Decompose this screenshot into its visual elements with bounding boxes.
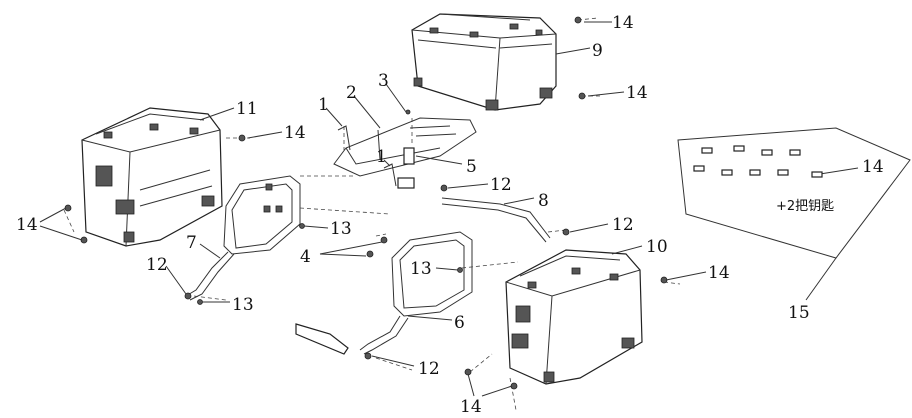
label-1: 1: [376, 147, 387, 167]
left-pannier: [81, 107, 223, 247]
label-3: 3: [378, 71, 389, 91]
right-pannier: [505, 249, 643, 385]
label-9: 9: [592, 41, 603, 61]
brackets: [337, 125, 415, 189]
label-14: 14: [626, 83, 648, 103]
label-6: 6: [454, 313, 465, 333]
label-14: 14: [708, 263, 730, 283]
label-7: 7: [186, 233, 197, 253]
bolts: [64, 16, 668, 390]
label-2: 2: [346, 83, 357, 103]
label-13: 13: [232, 295, 254, 315]
top-case: [411, 13, 557, 111]
leader-lines: [39, 21, 859, 397]
label-14: 14: [862, 157, 884, 177]
keys-box: [677, 127, 911, 301]
label-14: 14: [460, 397, 482, 417]
label-8: 8: [538, 191, 549, 211]
part-labels: 14 9 14 11 14 14 1 2 3 1 5 12 8 12 10 14…: [16, 13, 884, 417]
keys-note: +2把钥匙: [776, 199, 834, 214]
label-13: 13: [410, 259, 432, 279]
label-12: 12: [418, 359, 440, 379]
label-12: 12: [146, 255, 168, 275]
label-12: 12: [490, 175, 512, 195]
label-13: 13: [330, 219, 352, 239]
label-10: 10: [646, 237, 668, 257]
right-side-frame: [359, 231, 473, 355]
cross-bar: [441, 197, 551, 243]
label-1: 1: [318, 95, 329, 115]
label-12: 12: [612, 215, 634, 235]
label-15: 15: [788, 303, 810, 323]
label-4: 4: [300, 247, 311, 267]
label-14: 14: [612, 13, 634, 33]
warning-sticker: [295, 323, 349, 355]
rear-rack: [333, 117, 477, 177]
label-14: 14: [284, 123, 306, 143]
label-5: 5: [466, 157, 477, 177]
label-14: 14: [16, 215, 38, 235]
key-icons: [693, 145, 823, 178]
label-11: 11: [236, 99, 258, 119]
guide-lines: [63, 17, 681, 411]
